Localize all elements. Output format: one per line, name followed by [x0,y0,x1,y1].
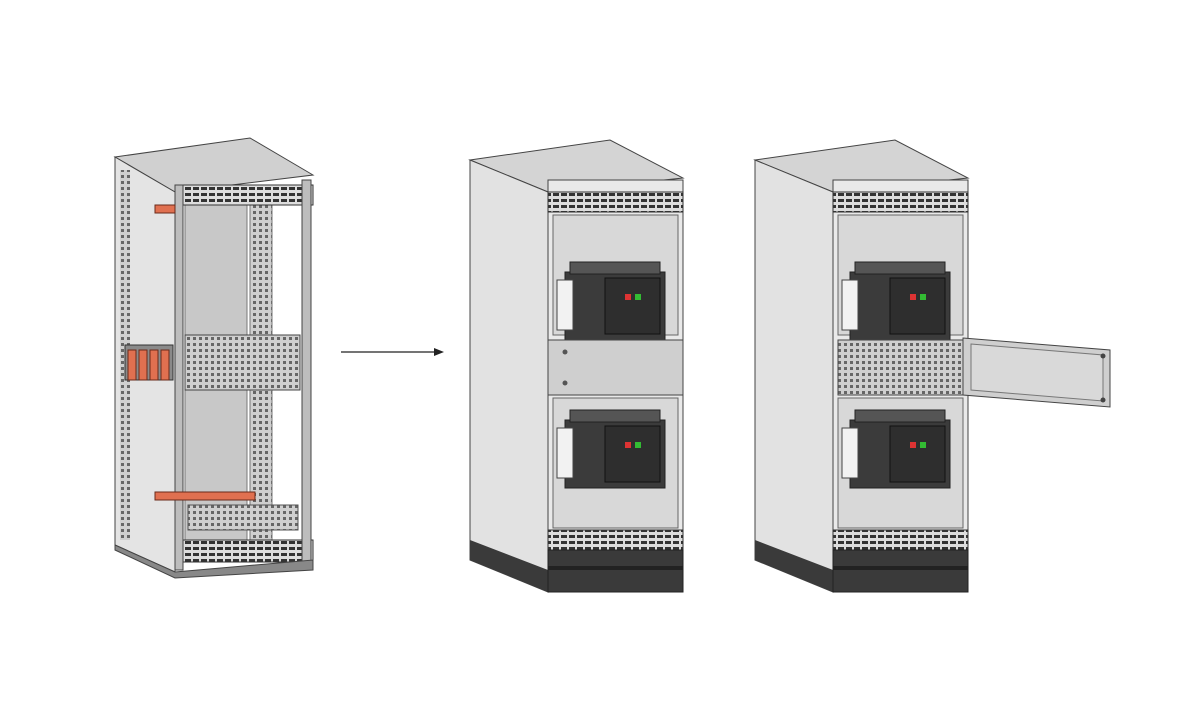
breaker-icon [841,261,951,341]
busbar-connectors [127,204,256,501]
breaker-icon [841,409,951,489]
assembled-cabinet-door-open [753,139,1111,593]
open-door-panel [962,337,1111,408]
arrow-right-icon [341,348,444,356]
breaker-icon [556,261,666,341]
breaker-icon [556,409,666,489]
assembled-cabinet [468,139,685,593]
open-frame-cabinet [113,137,315,579]
